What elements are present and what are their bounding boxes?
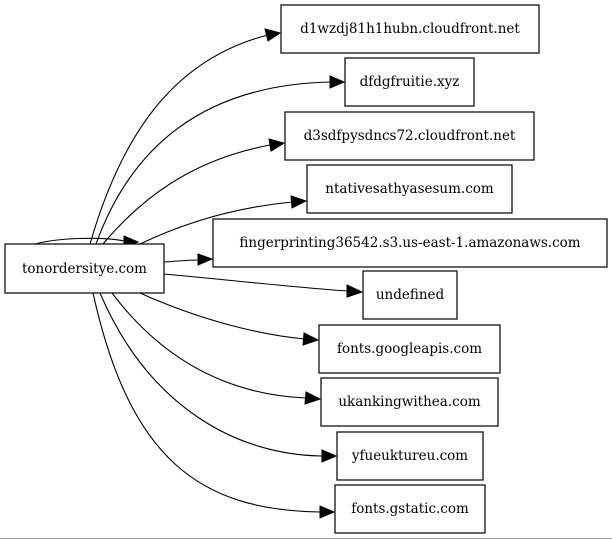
target-node-7: fonts.googleapis.com bbox=[318, 324, 501, 374]
target-node-10: fonts.gstatic.com bbox=[334, 484, 486, 534]
edge-to-target-5-arrowhead bbox=[197, 253, 214, 266]
target-node-box bbox=[212, 218, 608, 268]
edges bbox=[31, 28, 364, 519]
self-loop-edge bbox=[31, 237, 125, 246]
edge-to-target-3-arrowhead bbox=[268, 138, 286, 152]
edge-to-target-4-arrowhead bbox=[290, 195, 308, 209]
target-node-5: fingerprinting36542.s3.us-east-1.amazona… bbox=[212, 218, 608, 268]
edge-to-target-3 bbox=[102, 144, 271, 245]
source-node: tonordersitye.com bbox=[4, 243, 165, 294]
target-node-label: ukankingwithea.com bbox=[338, 394, 480, 410]
edge-to-target-1 bbox=[89, 34, 269, 245]
target-node-3: d3sdfpysdncs72.cloudfront.net bbox=[284, 111, 535, 161]
source-node-box bbox=[4, 243, 165, 294]
target-node-4: ntativesathyasesum.com bbox=[306, 164, 513, 214]
target-node-box bbox=[320, 377, 499, 427]
target-node-9: yfueuktureu.com bbox=[336, 431, 484, 481]
edge-to-target-2 bbox=[95, 81, 331, 245]
target-node-label: fingerprinting36542.s3.us-east-1.amazona… bbox=[239, 235, 580, 251]
edge-to-target-6-arrowhead bbox=[346, 284, 364, 298]
target-node-1: d1wzdj81h1hubn.cloudfront.net bbox=[280, 4, 540, 54]
edge-to-target-7 bbox=[139, 292, 306, 340]
edge-to-target-8-arrowhead bbox=[304, 391, 322, 405]
target-node-box bbox=[280, 4, 540, 54]
target-node-label: dfdgfruitie.xyz bbox=[360, 74, 460, 90]
edge-to-target-2-arrowhead bbox=[329, 75, 346, 89]
target-node-label: yfueuktureu.com bbox=[351, 448, 468, 464]
edge-to-target-9 bbox=[99, 292, 323, 457]
target-node-label: d1wzdj81h1hubn.cloudfront.net bbox=[300, 21, 520, 37]
target-node-label: undefined bbox=[376, 287, 445, 303]
edge-to-target-9-arrowhead bbox=[321, 449, 338, 463]
edge-to-target-10-arrowhead bbox=[319, 505, 336, 519]
target-node-label: fonts.gstatic.com bbox=[351, 501, 469, 517]
edge-to-target-7-arrowhead bbox=[302, 332, 320, 346]
edge-to-target-10 bbox=[92, 292, 321, 513]
target-node-2: dfdgfruitie.xyz bbox=[344, 57, 475, 107]
target-node-box bbox=[318, 324, 501, 374]
target-node-label: d3sdfpysdncs72.cloudfront.net bbox=[304, 128, 516, 144]
edge-to-target-5 bbox=[163, 259, 199, 263]
edge-to-target-4 bbox=[139, 201, 293, 245]
source-node-label: tonordersitye.com bbox=[22, 261, 147, 277]
target-node-label: fonts.googleapis.com bbox=[337, 341, 482, 357]
target-node-box bbox=[284, 111, 535, 161]
target-node-box bbox=[344, 57, 475, 107]
target-node-label: ntativesathyasesum.com bbox=[325, 181, 494, 197]
target-node-8: ukankingwithea.com bbox=[320, 377, 499, 427]
target-node-box bbox=[334, 484, 486, 534]
target-node-box bbox=[306, 164, 513, 214]
target-node-6: undefined bbox=[362, 270, 458, 320]
target-node-box bbox=[362, 270, 458, 320]
edge-to-target-6 bbox=[163, 273, 349, 292]
target-node-box bbox=[336, 431, 484, 481]
edge-to-target-1-arrowhead bbox=[264, 28, 282, 42]
edge-to-target-8 bbox=[111, 292, 307, 399]
